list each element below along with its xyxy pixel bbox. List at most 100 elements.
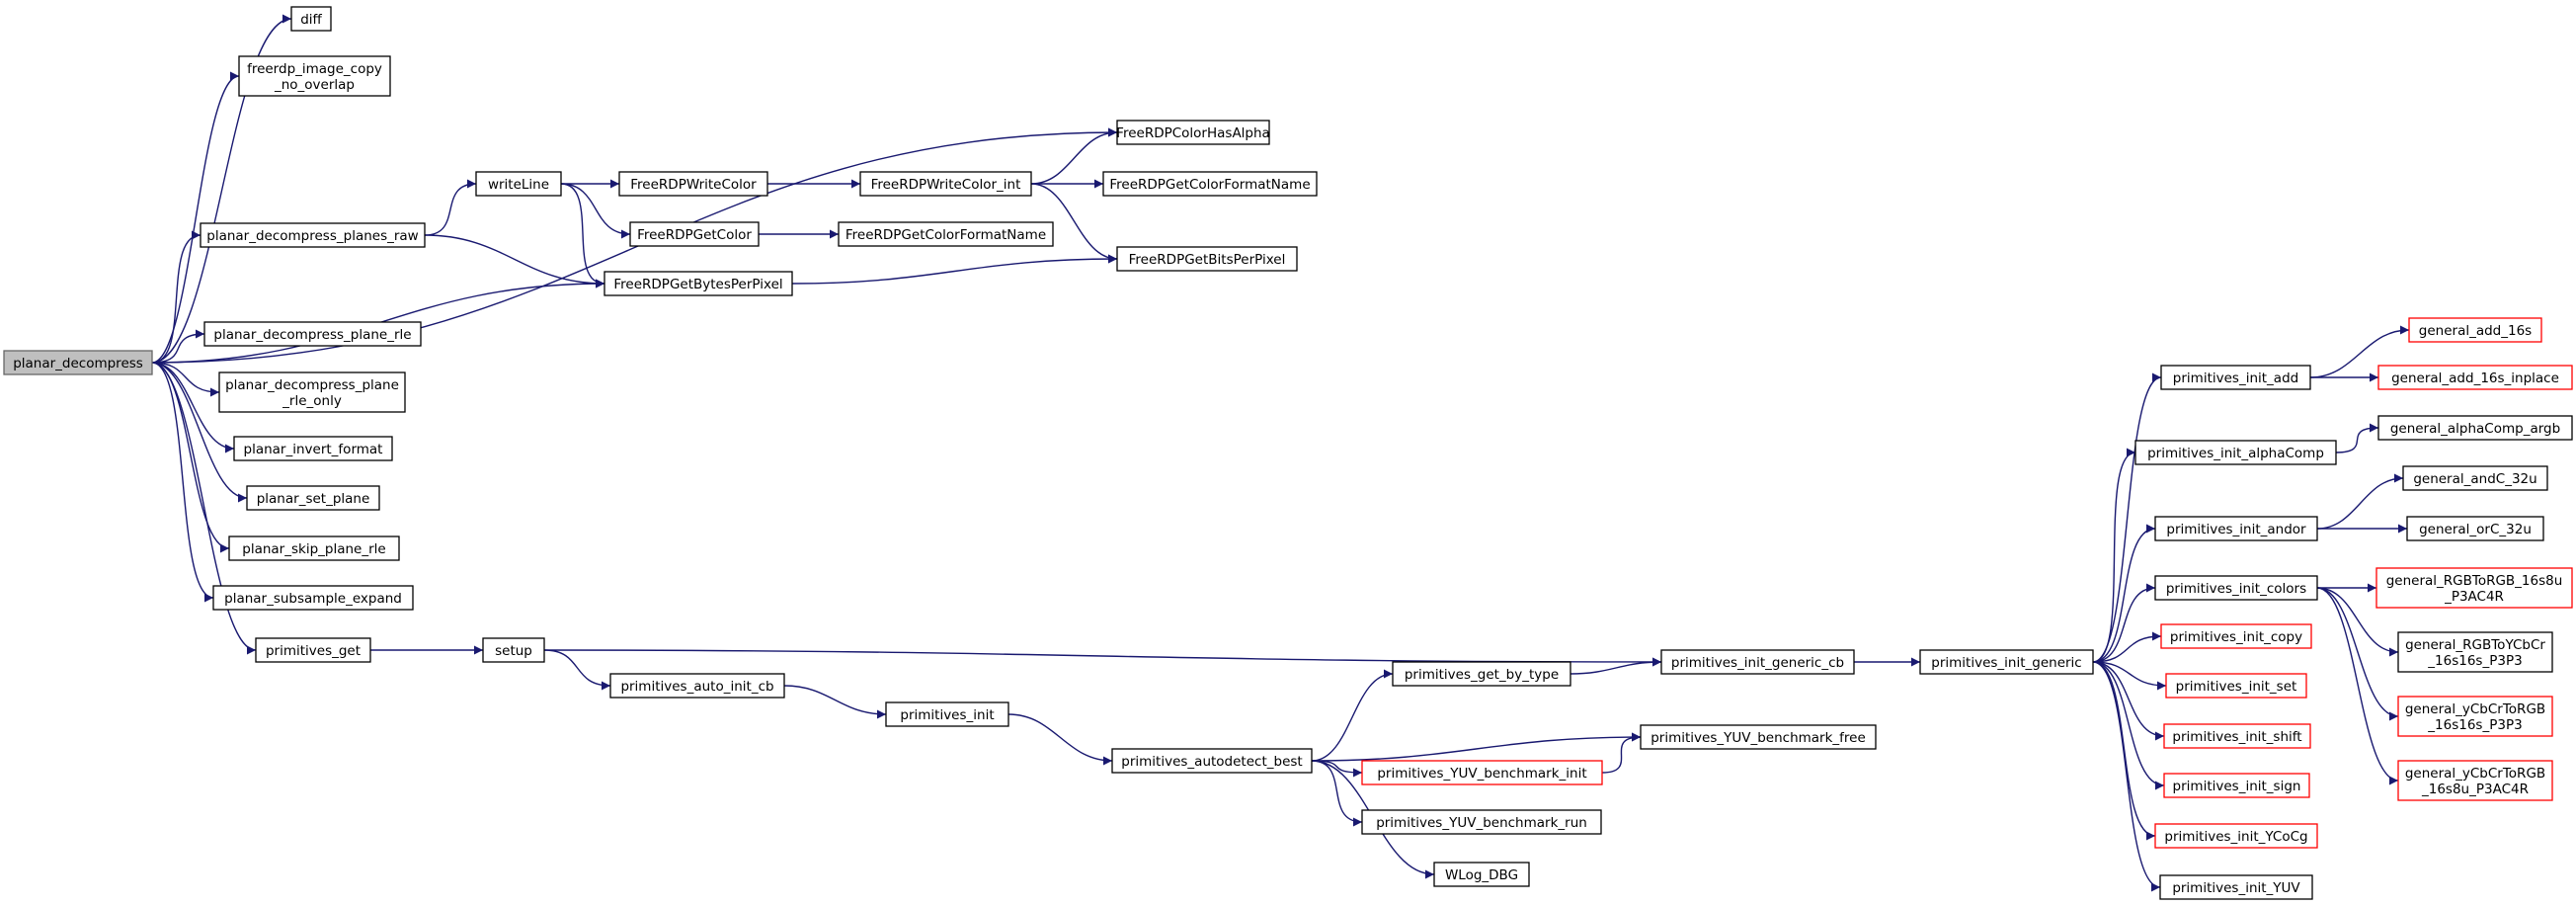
node-primitives-get-by-type[interactable]: primitives_get_by_type xyxy=(1392,661,1571,687)
node-box xyxy=(2154,516,2318,541)
node-label: general_add_16s_inplace xyxy=(2391,371,2559,386)
node-box xyxy=(1361,809,1602,835)
node-box xyxy=(2377,365,2573,390)
node-primitives-init-copy[interactable]: primitives_init_copy xyxy=(2160,623,2312,649)
node-label: planar_skip_plane_rle xyxy=(242,541,385,557)
node-primitives-init-shift[interactable]: primitives_init_shift xyxy=(2163,723,2311,749)
node-primitives-auto-init-cb[interactable]: primitives_auto_init_cb xyxy=(609,673,785,699)
node-label: primitives_init xyxy=(900,707,994,723)
node-box xyxy=(2154,575,2318,601)
node-box xyxy=(2134,440,2337,465)
node-free-rdpcolor-has-alpha[interactable]: FreeRDPColorHasAlpha xyxy=(1116,120,1270,145)
edge-planar-decompress-to-free-rdpcolor-has-alpha xyxy=(151,127,1118,364)
node-planar-invert-format[interactable]: planar_invert_format xyxy=(233,436,393,461)
edge-free-rdpwrite-color-int-to-free-rdpget-bits-per-pixel xyxy=(1030,183,1118,264)
node-planar-decompress-plane-rle[interactable]: planar_decompress_plane_rle xyxy=(203,321,422,347)
node-general-y-cb-cr-to-rgb-16s8u-p3-ac4-r[interactable]: general_yCbCrToRGB_16s8u_P3AC4R xyxy=(2397,760,2553,801)
node-freerdp-image-copy-no-overlap[interactable]: freerdp_image_copy_no_overlap xyxy=(238,55,391,97)
node-label: _no_overlap xyxy=(274,77,355,93)
node-box xyxy=(1361,760,1603,785)
node-general-alpha-comp-argb[interactable]: general_alphaComp_argb xyxy=(2377,415,2573,441)
edge-write-line-to-free-rdpget-bytes-per-pixel xyxy=(560,183,605,288)
node-primitives-init-colors[interactable]: primitives_init_colors xyxy=(2154,575,2318,601)
edge-planar-decompress-to-primitives-get xyxy=(151,362,257,655)
node-label: freerdp_image_copy xyxy=(247,61,382,77)
node-general-rgbto-ycb-cr-16s16s-p3-p3[interactable]: general_RGBToYCbCr_16s16s_P3P3 xyxy=(2397,631,2553,673)
node-label: FreeRDPWriteColor xyxy=(630,177,757,193)
node-box xyxy=(3,350,153,375)
node-box xyxy=(838,221,1054,247)
node-primitives-init-sign[interactable]: primitives_init_sign xyxy=(2163,773,2310,798)
node-diff[interactable]: diff xyxy=(290,6,332,32)
node-primitives-init-add[interactable]: primitives_init_add xyxy=(2160,365,2311,390)
node-planar-decompress-plane-rle-only[interactable]: planar_decompress_plane_rle_only xyxy=(218,371,406,413)
node-primitives-init-yuv[interactable]: primitives_init_YUV xyxy=(2159,874,2313,900)
node-primitives-init-generic-cb[interactable]: primitives_init_generic_cb xyxy=(1660,649,1855,675)
node-planar-subsample-expand[interactable]: planar_subsample_expand xyxy=(212,585,414,611)
node-planar-decompress[interactable]: planar_decompress xyxy=(3,350,153,375)
node-box xyxy=(218,371,406,413)
edge-planar-decompress-to-planar-set-plane xyxy=(151,362,248,503)
node-label: primitives_get_by_type xyxy=(1405,667,1559,683)
node-primitives-get[interactable]: primitives_get xyxy=(255,637,371,663)
edge-planar-decompress-planes-raw-to-write-line xyxy=(424,179,477,236)
node-planar-skip-plane-rle[interactable]: planar_skip_plane_rle xyxy=(228,535,400,561)
edge-primitives-init-generic-to-primitives-init-yuv xyxy=(2092,661,2161,892)
node-label: primitives_init_shift xyxy=(2172,729,2301,745)
edge-primitives-autodetect-best-to-primitives-yuv-benchmark-run xyxy=(1311,760,1363,827)
node-general-rgbto-rgb-16s8u-p3-ac4-r[interactable]: general_RGBToRGB_16s8u_P3AC4R xyxy=(2375,567,2573,609)
edge-planar-decompress-to-planar-decompress-planes-raw xyxy=(151,230,201,364)
node-setup[interactable]: setup xyxy=(482,637,545,663)
edge-primitives-init-alpha-comp-to-general-alpha-comp-argb xyxy=(2335,423,2379,453)
node-box xyxy=(609,673,785,699)
node-free-rdpwrite-color-int[interactable]: FreeRDPWriteColor_int xyxy=(859,171,1032,197)
node-label: general_alphaComp_argb xyxy=(2390,421,2560,437)
node-box xyxy=(2160,623,2312,649)
node-label: primitives_init_YUV xyxy=(2172,880,2300,896)
edge-primitives-autodetect-best-to-primitives-yuv-benchmark-free xyxy=(1311,732,1642,762)
node-primitives-init-yco-cg[interactable]: primitives_init_YCoCg xyxy=(2154,823,2318,849)
node-label: _rle_only xyxy=(282,393,342,409)
node-general-and-c-32u[interactable]: general_andC_32u xyxy=(2402,465,2548,491)
edge-primitives-yuv-benchmark-init-to-primitives-yuv-benchmark-free xyxy=(1601,732,1642,774)
node-label: diff xyxy=(300,12,322,28)
node-primitives-yuv-benchmark-run[interactable]: primitives_YUV_benchmark_run xyxy=(1361,809,1602,835)
node-label: _16s8u_P3AC4R xyxy=(2421,782,2529,797)
node-box xyxy=(212,585,414,611)
node-free-rdpget-bytes-per-pixel[interactable]: FreeRDPGetBytesPerPixel xyxy=(604,271,793,296)
node-general-or-c-32u[interactable]: general_orC_32u xyxy=(2406,516,2544,541)
node-general-add-16s[interactable]: general_add_16s xyxy=(2408,317,2542,343)
node-label: primitives_init_alphaComp xyxy=(2147,446,2324,461)
node-primitives-init[interactable]: primitives_init xyxy=(885,701,1009,727)
node-primitives-init-alpha-comp[interactable]: primitives_init_alphaComp xyxy=(2134,440,2337,465)
node-free-rdpget-color-format-name-a[interactable]: FreeRDPGetColorFormatName xyxy=(1102,171,1318,197)
node-label: planar_set_plane xyxy=(257,491,370,507)
node-box xyxy=(228,535,400,561)
node-planar-decompress-planes-raw[interactable]: planar_decompress_planes_raw xyxy=(200,222,426,248)
node-wlog-dbg[interactable]: WLog_DBG xyxy=(1433,862,1530,887)
node-free-rdpget-color-format-name-b[interactable]: FreeRDPGetColorFormatName xyxy=(838,221,1054,247)
edge-planar-decompress-to-diff xyxy=(151,14,292,364)
edge-primitives-auto-init-cb-to-primitives-init xyxy=(783,685,887,719)
node-free-rdpget-color[interactable]: FreeRDPGetColor xyxy=(629,221,760,247)
node-primitives-init-set[interactable]: primitives_init_set xyxy=(2165,673,2307,699)
node-free-rdpget-bits-per-pixel[interactable]: FreeRDPGetBitsPerPixel xyxy=(1116,246,1298,272)
node-write-line[interactable]: writeLine xyxy=(475,171,562,197)
node-primitives-yuv-benchmark-init[interactable]: primitives_YUV_benchmark_init xyxy=(1361,760,1603,785)
node-general-y-cb-cr-to-rgb-16s16s-p3-p3[interactable]: general_yCbCrToRGB_16s16s_P3P3 xyxy=(2397,696,2553,737)
node-box xyxy=(200,222,426,248)
nodes-layer: planar_decompressdifffreerdp_image_copy_… xyxy=(3,6,2573,900)
node-primitives-init-generic[interactable]: primitives_init_generic xyxy=(1919,649,2094,675)
node-label: general_yCbCrToRGB xyxy=(2405,766,2545,782)
node-primitives-init-andor[interactable]: primitives_init_andor xyxy=(2154,516,2318,541)
node-box xyxy=(2397,631,2553,673)
edge-primitives-init-generic-to-primitives-init-andor xyxy=(2092,524,2156,663)
node-general-add-16s-inplace[interactable]: general_add_16s_inplace xyxy=(2377,365,2573,390)
node-planar-set-plane[interactable]: planar_set_plane xyxy=(246,485,380,511)
node-box xyxy=(290,6,332,32)
node-primitives-yuv-benchmark-free[interactable]: primitives_YUV_benchmark_free xyxy=(1640,724,1877,750)
node-primitives-autodetect-best[interactable]: primitives_autodetect_best xyxy=(1111,748,1313,774)
node-label: planar_decompress_plane_rle xyxy=(213,327,411,343)
node-free-rdpwrite-color[interactable]: FreeRDPWriteColor xyxy=(618,171,768,197)
edge-planar-decompress-to-planar-subsample-expand xyxy=(151,362,214,603)
